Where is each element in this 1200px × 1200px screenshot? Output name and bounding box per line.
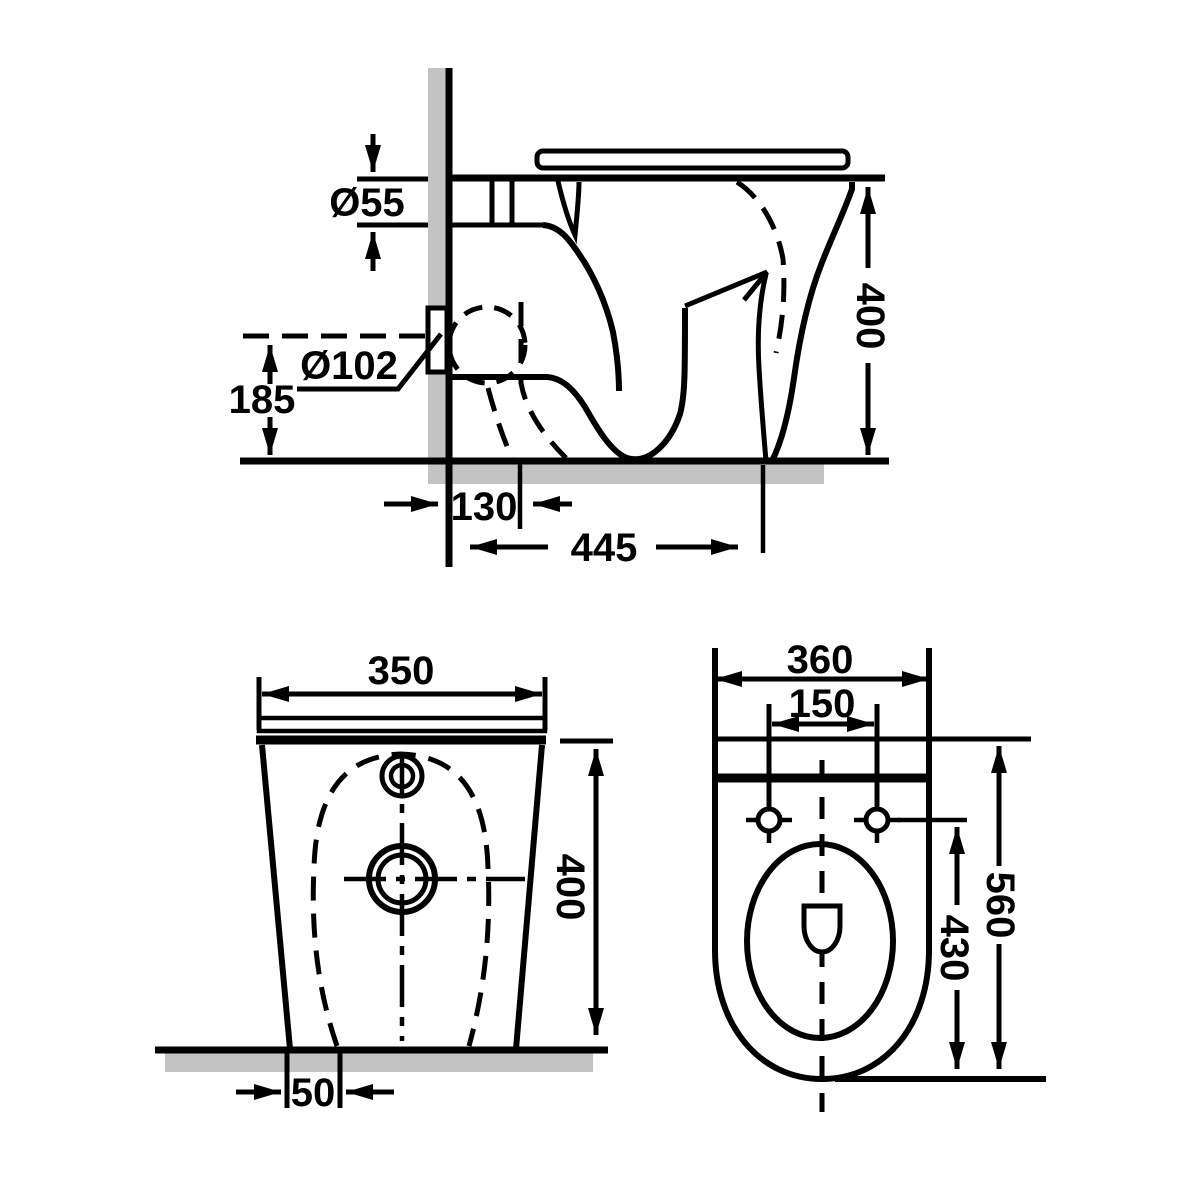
- flush-outlet-shape: [801, 903, 843, 955]
- leader-line: [297, 332, 443, 392]
- dim-label-fixing-to-front: 430: [932, 915, 976, 982]
- dim-fixing-centres: 150: [766, 682, 880, 806]
- wall-hatch: [428, 68, 446, 484]
- floor-hatch-front: [165, 1053, 593, 1072]
- dim-extension-lines: [284, 1052, 343, 1108]
- outlet-circle-dashed: [446, 304, 528, 386]
- dim-fixing-to-front: 430: [932, 827, 976, 1069]
- foot-outline: [755, 273, 769, 462]
- front-view: 350 400 50: [155, 649, 613, 1115]
- fixing-holes: [746, 797, 967, 843]
- dim-projection: 445: [470, 465, 766, 570]
- bowl-opening-outline: [744, 841, 896, 1041]
- body-side-outlines: [259, 744, 545, 1050]
- inlet-connector: [489, 180, 515, 223]
- dim-label-front-height: 400: [548, 854, 592, 921]
- dim-label-plan-depth: 560: [978, 872, 1022, 939]
- bowl-front-outline: [542, 222, 622, 392]
- dim-base-inset: 50: [236, 1052, 394, 1115]
- trap-outline: [451, 307, 688, 463]
- dim-extension-lines: [256, 677, 548, 730]
- dim-outlet-setout: 130: [384, 462, 572, 529]
- dim-label-outlet-height: 185: [229, 378, 296, 422]
- dim-extension-lines: [766, 704, 880, 806]
- dim-plan-width: 360: [715, 638, 929, 687]
- dim-label-inlet-diameter: Ø55: [329, 181, 405, 225]
- dim-label-outlet-setout: 130: [451, 485, 518, 529]
- dim-inlet-diameter: Ø55: [329, 134, 428, 271]
- top-view: 360 150 560 430: [712, 638, 1046, 1112]
- dim-label-plan-width: 360: [787, 638, 854, 682]
- hidden-rim-dashed: [735, 179, 787, 354]
- seat-edge-band: [256, 715, 548, 734]
- pan-plan-outline: [712, 648, 932, 1083]
- dim-label-side-height: 400: [848, 283, 892, 350]
- hidden-trap-centerline: [518, 302, 568, 460]
- seat-hinge-notch: [555, 180, 582, 245]
- dim-side-height: 400: [848, 187, 892, 455]
- dim-outlet-diameter: Ø102: [297, 332, 443, 392]
- floor-hatch-side: [450, 464, 824, 484]
- dim-label-fixing-centres: 150: [789, 682, 856, 726]
- fixing-hole-left: [755, 806, 783, 834]
- dim-front-height: 400: [548, 738, 613, 1035]
- dim-label-base-inset: 50: [291, 1071, 336, 1115]
- dim-label-front-width: 350: [368, 649, 435, 693]
- rear-outline: [769, 182, 855, 463]
- dim-label-outlet-diameter: Ø102: [300, 344, 398, 388]
- hidden-funnel-line: [485, 387, 515, 460]
- dim-plan-depth: 560: [978, 746, 1022, 1069]
- dim-front-width: 350: [256, 649, 548, 730]
- dim-label-projection: 445: [571, 526, 638, 570]
- fixing-hole-right: [863, 806, 891, 834]
- rim-section-line: [684, 269, 769, 309]
- dim-outlet-height: 185: [229, 333, 428, 455]
- seat-profile: [534, 148, 851, 171]
- dim-extension-lines: [357, 176, 428, 228]
- side-view: Ø55 Ø102 185 400 130: [229, 68, 892, 570]
